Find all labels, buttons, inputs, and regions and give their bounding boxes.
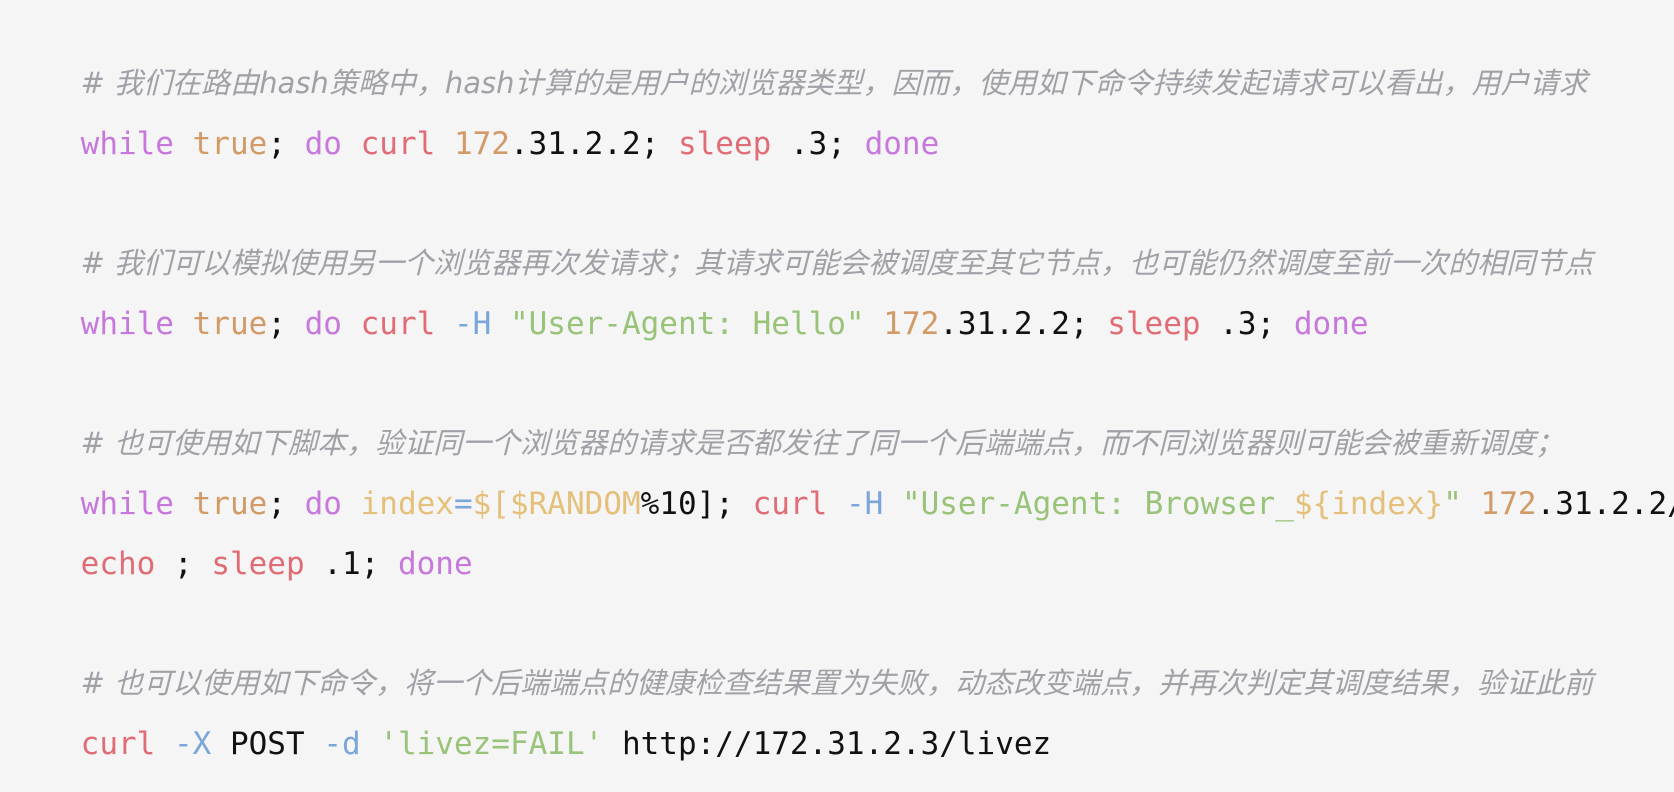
string-quote-end: " (1443, 486, 1462, 522)
code-line-command-3: while true; do index=$[$RANDOM%10]; curl… (6, 444, 1674, 522)
command-curl: curl (752, 486, 828, 522)
sleep-value: .1; (304, 546, 398, 582)
option-X: -X (173, 726, 212, 762)
method-post: POST (229, 726, 305, 762)
command-curl: curl (360, 306, 436, 342)
literal-true: true (192, 126, 268, 162)
variable-index: index (360, 486, 454, 522)
keyword-done: done (1293, 306, 1369, 342)
ip-rest: .31.2.2; (939, 306, 1108, 342)
sleep-value: .3; (771, 126, 865, 162)
space (1462, 486, 1481, 522)
space (603, 726, 622, 762)
literal-true: true (192, 306, 268, 342)
code-line-comment-4: # 也可以使用如下命令，将一个后端端点的健康检查结果置为失败，动态改变端点，并再… (6, 623, 1594, 700)
command-sleep: sleep (1107, 306, 1201, 342)
keyword-do: do (304, 126, 342, 162)
ip-rest: .31.2.2/u (1536, 486, 1674, 522)
keyword-while: while (80, 486, 174, 522)
space (491, 306, 510, 342)
number-172: 172 (453, 126, 510, 162)
space (211, 726, 230, 762)
command-sleep: sleep (211, 546, 305, 582)
string-livez: 'livez=FAIL' (379, 726, 604, 762)
code-line-comment-2: # 我们可以模拟使用另一个浏览器再次发请求；其请求可能会被调度至其它节点，也可能… (6, 203, 1594, 280)
comment-text: # 我们在路由hash策略中，hash计算的是用户的浏览器类型，因而，使用如下命… (80, 66, 1588, 100)
command-echo: echo (80, 546, 156, 582)
literal-true: true (192, 486, 268, 522)
variable-index-expansion: ${index} (1293, 486, 1444, 522)
option-H: -H (845, 486, 884, 522)
comment-text: # 也可以使用如下命令，将一个后端端点的健康检查结果置为失败，动态改变端点，并再… (80, 666, 1594, 700)
keyword-done: done (397, 546, 473, 582)
code-line-command-4: curl -X POST -d 'livez=FAIL' http://172.… (6, 684, 1052, 762)
space (174, 306, 193, 342)
keyword-while: while (80, 126, 174, 162)
command-sleep: sleep (677, 126, 772, 162)
variable-random: $RANDOM (509, 486, 641, 522)
command-curl: curl (80, 726, 156, 762)
space (305, 726, 324, 762)
url-livez: http://172.31.2.3/livez (621, 726, 1052, 762)
sleep-value: .3; (1200, 306, 1294, 342)
space (435, 306, 454, 342)
comment-text: # 也可使用如下脚本，验证同一个浏览器的请求是否都发往了同一个后端端点，而不同浏… (80, 426, 1565, 460)
option-H: -H (453, 306, 492, 342)
string-user-agent: "User-Agent: Hello" (509, 306, 865, 342)
space (435, 126, 454, 162)
modulo-close: %10]; (640, 486, 753, 522)
semicolon: ; (267, 486, 305, 522)
space (883, 486, 902, 522)
keyword-done: done (864, 126, 940, 162)
code-line-comment-3: # 也可使用如下脚本，验证同一个浏览器的请求是否都发往了同一个后端端点，而不同浏… (6, 383, 1565, 460)
ip-rest: .31.2.2; (509, 126, 678, 162)
string-user-agent: "User-Agent: Browser_ (901, 486, 1294, 522)
space (342, 126, 361, 162)
code-line-comment-1: # 我们在路由hash策略中，hash计算的是用户的浏览器类型，因而，使用如下命… (6, 23, 1588, 100)
space (342, 306, 361, 342)
keyword-while: while (80, 306, 174, 342)
keyword-do: do (304, 486, 342, 522)
semicolon: ; (267, 126, 305, 162)
code-line-command-2: while true; do curl -H "User-Agent: Hell… (6, 264, 1369, 342)
number-172: 172 (1480, 486, 1537, 522)
code-line-command-1: while true; do curl 172.31.2.2; sleep .3… (6, 84, 940, 162)
option-d: -d (323, 726, 361, 762)
comment-text: # 我们可以模拟使用另一个浏览器再次发请求；其请求可能会被调度至其它节点，也可能… (80, 246, 1594, 280)
code-line-command-3-continued: echo ; sleep .1; done (6, 504, 473, 582)
command-curl: curl (360, 126, 436, 162)
keyword-do: do (304, 306, 342, 342)
space (155, 726, 174, 762)
space (827, 486, 846, 522)
space (361, 726, 380, 762)
semicolon: ; (155, 546, 212, 582)
operator-equals: = (453, 486, 473, 522)
semicolon: ; (267, 306, 305, 342)
number-172: 172 (883, 306, 940, 342)
arith-open: $[ (472, 486, 510, 522)
space (865, 306, 884, 342)
space (174, 126, 193, 162)
